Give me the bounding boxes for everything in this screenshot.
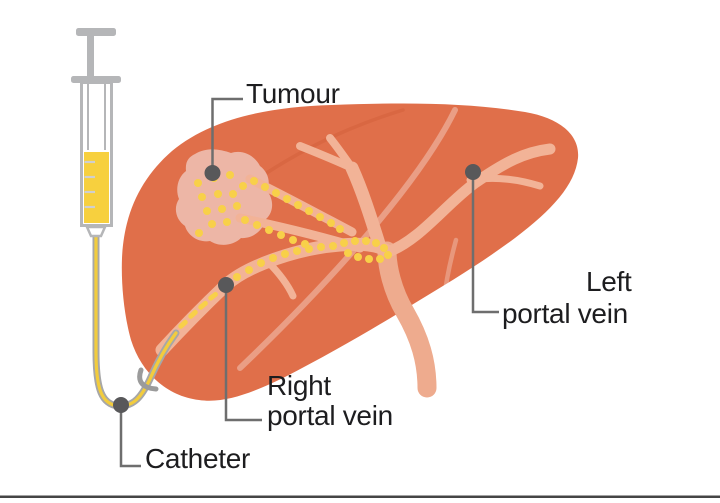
left-portal-vein	[382, 143, 556, 258]
right-portal-vein-label-line-2: portal vein	[267, 400, 393, 431]
leader-lines	[119, 97, 499, 468]
tumour-label: Tumour	[246, 78, 340, 109]
liver-highlight-arc	[237, 107, 458, 371]
upper-portal-branch-prong-2	[296, 142, 356, 172]
footer-rule	[0, 495, 720, 498]
syringe-plunger-top	[76, 28, 116, 36]
leader-dot-left-portal-vein	[465, 164, 481, 180]
bead-dashes	[178, 291, 218, 329]
portal-vein-trunk	[377, 241, 437, 398]
leader-line-catheter	[119, 410, 141, 468]
catheter-label: Catheter	[145, 443, 250, 474]
syringe-plunger-stem	[87, 34, 94, 79]
liver-highlight-arc-small	[441, 237, 459, 303]
leader-dot-right-portal-vein	[218, 277, 234, 293]
leader-line-right-portal-vein	[224, 290, 262, 422]
leader-line-tumour	[211, 97, 243, 170]
left-portal-vein-label-line-2: portal vein	[502, 298, 628, 329]
embolisation-beads	[178, 171, 392, 329]
leader-dot-tumour	[204, 165, 221, 181]
syringe	[71, 28, 121, 238]
leader-dots	[113, 164, 481, 413]
syringe-fluid	[84, 152, 109, 223]
entry-clip	[137, 367, 159, 392]
leader-line-left-portal-vein	[471, 178, 499, 314]
upper-portal-branch	[345, 161, 387, 254]
right-portal-vein-lower-prong	[264, 258, 297, 300]
catheter-tube	[92, 229, 180, 410]
tumour-mass	[175, 149, 273, 245]
syringe-graduations	[84, 160, 95, 209]
right-portal-vein-label-line-1: Right	[267, 370, 331, 401]
left-portal-vein-label-line-1: Left	[586, 266, 632, 297]
left-portal-vein-branch	[466, 174, 544, 190]
catheter-fluid	[94, 231, 178, 408]
syringe-nozzle	[85, 225, 107, 238]
leader-dot-catheter	[113, 397, 129, 413]
